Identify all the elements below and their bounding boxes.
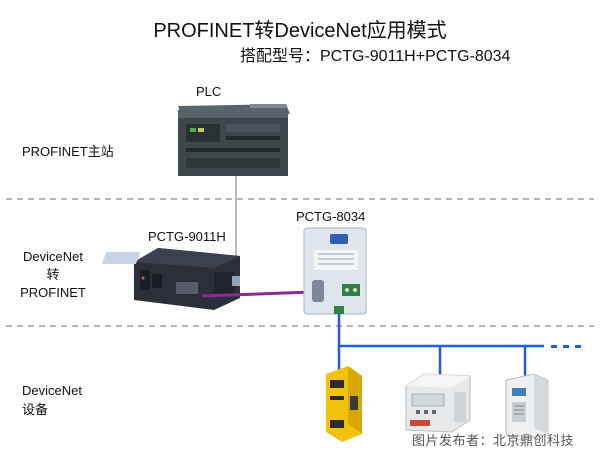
adapter-label: PCTG-8034 (296, 209, 366, 224)
devicenet-bus (337, 314, 544, 382)
serial-cable (201, 290, 313, 298)
zone-label-line: 设备 (22, 402, 49, 417)
zone-label-line: PROFINET主站 (22, 144, 114, 159)
servo-drive-icon (505, 373, 549, 441)
zone-label-line: DeviceNet (23, 249, 83, 264)
zone-label-devicenet-devices: DeviceNet 设备 (22, 381, 82, 419)
adapter-device-icon (303, 227, 367, 315)
image-credit: 图片发布者：北京鼎创科技 (412, 433, 575, 448)
zone-label-line: PROFINET (20, 285, 86, 300)
controller-unit-icon (405, 373, 471, 433)
safety-relay-icon (326, 366, 362, 442)
zone-label-profinet-master: PROFINET主站 (22, 141, 114, 160)
plc-label: PLC (196, 84, 222, 99)
bus-continuation-dots (551, 345, 581, 348)
gateway-label: PCTG-9011H (148, 229, 226, 244)
zone-label-line: DeviceNet (22, 383, 82, 398)
diagram-subtitle: 搭配型号：PCTG-9011H+PCTG-8034 (240, 48, 511, 65)
gateway-device-icon (101, 248, 240, 310)
diagram-title: PROFINET转DeviceNet应用模式 (153, 20, 447, 42)
zone-label-converter: DeviceNet 转 PROFINET (14, 248, 92, 302)
zone-label-line: 转 (46, 267, 60, 282)
plc-device-icon (178, 104, 290, 176)
